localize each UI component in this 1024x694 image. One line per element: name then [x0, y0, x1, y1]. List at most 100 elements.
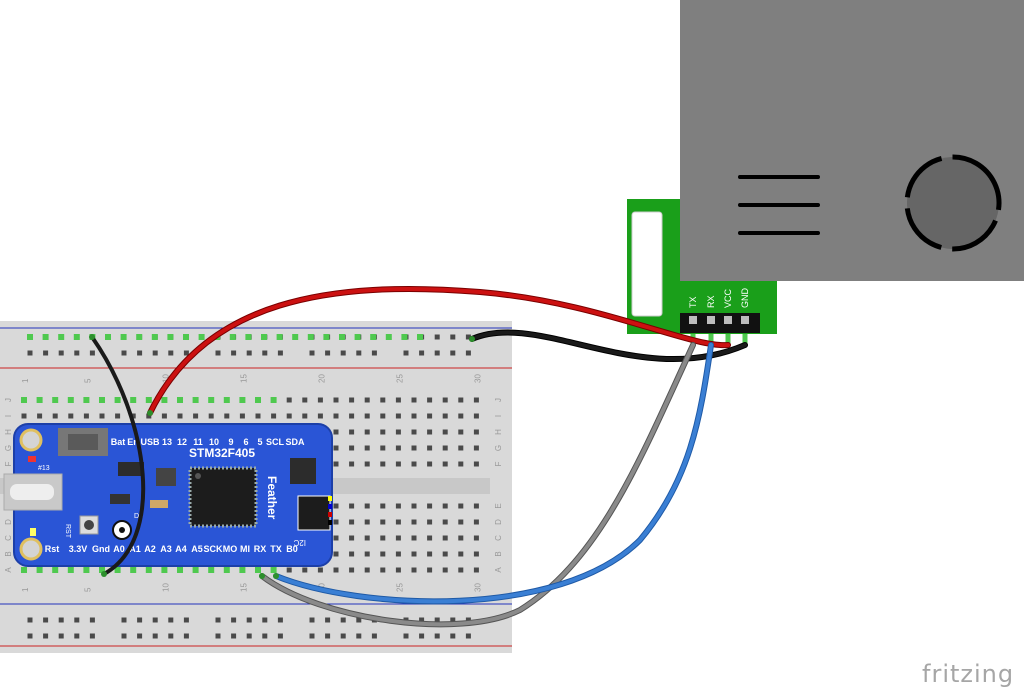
breadboard-hole[interactable] — [473, 503, 479, 509]
breadboard-hole[interactable] — [473, 567, 479, 573]
breadboard-hole[interactable] — [427, 503, 433, 509]
rail-hole[interactable] — [340, 633, 346, 639]
breadboard-hole[interactable] — [395, 429, 401, 435]
breadboard-hole[interactable] — [349, 397, 355, 403]
rail-hole[interactable] — [183, 617, 189, 623]
breadboard-hole[interactable] — [333, 519, 339, 525]
breadboard-hole[interactable] — [349, 445, 355, 451]
rail-hole[interactable] — [27, 633, 33, 639]
breadboard-hole[interactable] — [473, 429, 479, 435]
breadboard-hole[interactable] — [427, 429, 433, 435]
rail-hole[interactable] — [277, 633, 283, 639]
rail-hole[interactable] — [340, 617, 346, 623]
rail-hole[interactable] — [74, 350, 80, 356]
breadboard-hole[interactable] — [458, 535, 464, 541]
breadboard-hole[interactable] — [349, 429, 355, 435]
breadboard-hole[interactable] — [473, 413, 479, 419]
rail-hole[interactable] — [434, 350, 440, 356]
breadboard-hole[interactable] — [395, 567, 401, 573]
breadboard-hole[interactable] — [442, 397, 448, 403]
rail-hole[interactable] — [152, 633, 158, 639]
breadboard-hole[interactable] — [442, 503, 448, 509]
breadboard-hole[interactable] — [458, 567, 464, 573]
breadboard-hole[interactable] — [442, 461, 448, 467]
breadboard-hole[interactable] — [458, 551, 464, 557]
breadboard-hole[interactable] — [302, 413, 308, 419]
breadboard-hole[interactable] — [411, 413, 417, 419]
sensor-pin[interactable] — [707, 316, 715, 324]
breadboard-hole[interactable] — [411, 445, 417, 451]
breadboard-hole[interactable] — [286, 397, 292, 403]
rail-hole[interactable] — [309, 617, 315, 623]
rail-hole[interactable] — [262, 617, 268, 623]
breadboard-hole[interactable] — [177, 413, 183, 419]
breadboard-hole[interactable] — [364, 567, 370, 573]
rail-hole[interactable] — [262, 350, 268, 356]
breadboard-hole[interactable] — [99, 413, 105, 419]
rail-hole[interactable] — [277, 617, 283, 623]
breadboard-hole[interactable] — [442, 445, 448, 451]
breadboard-hole[interactable] — [411, 429, 417, 435]
breadboard-hole[interactable] — [364, 413, 370, 419]
breadboard-hole[interactable] — [333, 567, 339, 573]
breadboard-hole[interactable] — [411, 461, 417, 467]
rail-hole[interactable] — [465, 633, 471, 639]
breadboard-hole[interactable] — [380, 551, 386, 557]
rail-hole[interactable] — [27, 350, 33, 356]
breadboard-hole[interactable] — [427, 519, 433, 525]
sensor-pin[interactable] — [724, 316, 732, 324]
rail-hole[interactable] — [419, 633, 425, 639]
breadboard-hole[interactable] — [349, 413, 355, 419]
rail-hole[interactable] — [183, 633, 189, 639]
breadboard-hole[interactable] — [442, 429, 448, 435]
rail-hole[interactable] — [183, 350, 189, 356]
breadboard-hole[interactable] — [333, 397, 339, 403]
rail-hole[interactable] — [215, 633, 221, 639]
rail-hole[interactable] — [465, 617, 471, 623]
rail-hole[interactable] — [27, 617, 33, 623]
rail-hole[interactable] — [309, 350, 315, 356]
rail-hole[interactable] — [231, 617, 237, 623]
rail-hole[interactable] — [121, 617, 127, 623]
breadboard-hole[interactable] — [427, 461, 433, 467]
breadboard-hole[interactable] — [333, 551, 339, 557]
rail-hole[interactable] — [434, 334, 440, 340]
rail-hole[interactable] — [58, 633, 64, 639]
breadboard-hole[interactable] — [364, 429, 370, 435]
breadboard-hole[interactable] — [146, 413, 152, 419]
rail-hole[interactable] — [74, 617, 80, 623]
rail-hole[interactable] — [262, 633, 268, 639]
breadboard-hole[interactable] — [395, 519, 401, 525]
rail-hole[interactable] — [450, 334, 456, 340]
sensor-pin[interactable] — [741, 316, 749, 324]
breadboard-hole[interactable] — [458, 503, 464, 509]
breadboard-hole[interactable] — [349, 551, 355, 557]
breadboard-hole[interactable] — [380, 519, 386, 525]
breadboard-hole[interactable] — [380, 397, 386, 403]
rail-hole[interactable] — [43, 633, 49, 639]
rail-hole[interactable] — [465, 350, 471, 356]
breadboard-hole[interactable] — [442, 413, 448, 419]
breadboard-hole[interactable] — [364, 535, 370, 541]
rail-hole[interactable] — [309, 633, 315, 639]
breadboard-hole[interactable] — [239, 413, 245, 419]
breadboard-hole[interactable] — [68, 413, 74, 419]
breadboard-hole[interactable] — [380, 567, 386, 573]
rail-hole[interactable] — [403, 350, 409, 356]
rail-hole[interactable] — [215, 617, 221, 623]
rail-hole[interactable] — [74, 633, 80, 639]
breadboard-hole[interactable] — [349, 567, 355, 573]
breadboard-hole[interactable] — [458, 445, 464, 451]
rail-hole[interactable] — [215, 350, 221, 356]
breadboard-hole[interactable] — [271, 413, 277, 419]
rail-hole[interactable] — [403, 633, 409, 639]
breadboard-hole[interactable] — [317, 413, 323, 419]
rail-hole[interactable] — [246, 633, 252, 639]
breadboard-hole[interactable] — [349, 461, 355, 467]
breadboard-hole[interactable] — [411, 519, 417, 525]
breadboard-hole[interactable] — [411, 567, 417, 573]
breadboard-hole[interactable] — [395, 413, 401, 419]
rail-hole[interactable] — [231, 633, 237, 639]
breadboard-hole[interactable] — [333, 429, 339, 435]
